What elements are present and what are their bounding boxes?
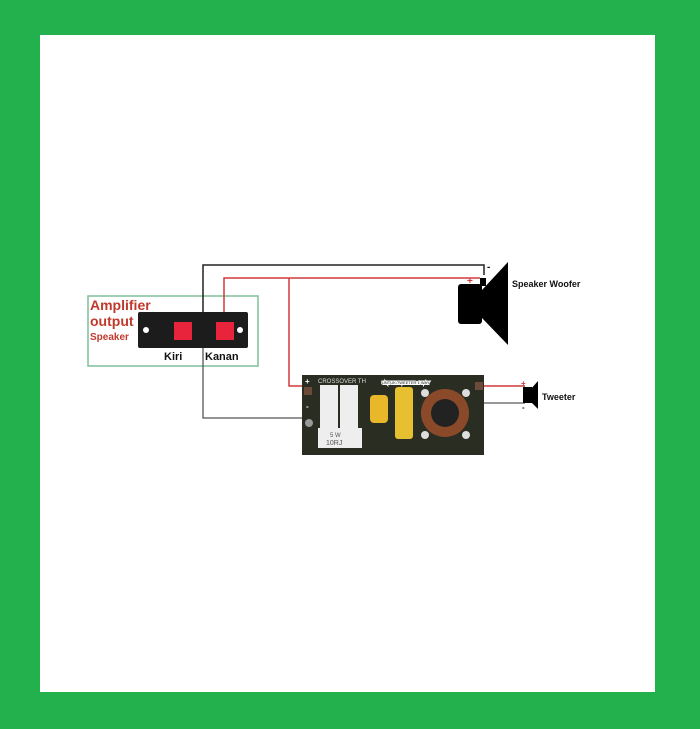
tweeter-plus: + <box>521 379 526 388</box>
wire-red-woofer <box>223 277 480 318</box>
crossover-board <box>302 375 484 455</box>
terminal-kanan <box>216 322 234 340</box>
board-minus: - <box>306 402 309 411</box>
resistor-2 <box>340 385 358 430</box>
resistor-1 <box>320 385 338 430</box>
kiri-label: Kiri <box>164 351 182 363</box>
amplifier-title-2: output <box>90 313 134 329</box>
wire-red-crossover <box>288 278 305 387</box>
woofer-plus: + <box>467 276 473 287</box>
resistor-value-2: 10RJ <box>326 440 342 447</box>
kanan-label: Kanan <box>205 351 239 363</box>
capacitor-1 <box>370 395 388 423</box>
board-plus: + <box>305 377 310 386</box>
tweeter-speaker-icon <box>523 381 538 409</box>
amplifier-title-1: Amplifier <box>90 297 151 313</box>
board-title: CROSSOVER TH <box>318 379 366 385</box>
woofer-speaker-icon <box>458 262 508 345</box>
wire-black-crossover <box>202 330 305 419</box>
diagram-canvas <box>40 35 655 692</box>
amplifier-box <box>87 295 259 367</box>
woofer-minus: - <box>487 262 490 273</box>
terminal-kiri <box>174 322 192 340</box>
tweeter-label: Tweeter <box>542 392 576 402</box>
speaker-terminal-block <box>138 312 248 348</box>
amplifier-subtitle: Speaker <box>90 332 129 343</box>
resistor-3 <box>318 428 362 448</box>
wire-black-woofer <box>202 264 485 330</box>
tweeter-minus: - <box>522 403 525 412</box>
board-subtitle: UNTUK TWEETER 1 WAY <box>382 380 430 385</box>
woofer-label: Speaker Woofer <box>512 279 581 289</box>
capacitor-2 <box>395 387 413 439</box>
resistor-value-1: 5 W <box>330 433 341 439</box>
